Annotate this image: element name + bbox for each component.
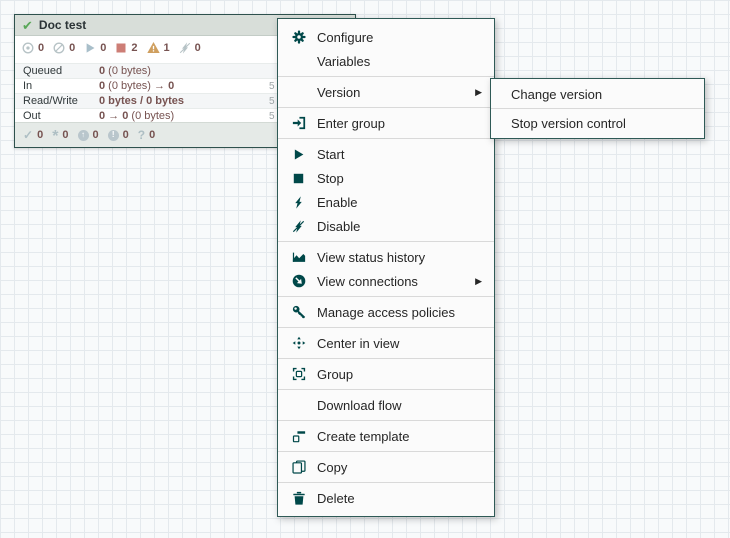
crosshair-icon: [290, 336, 307, 350]
play-icon: [290, 148, 307, 161]
menu-item-start[interactable]: Start: [278, 142, 494, 166]
locally-modified-stale-stat: ! 0: [107, 129, 129, 141]
sign-in-icon: [290, 116, 307, 130]
up-to-date-stat: ✓ 0: [23, 128, 44, 142]
running-icon: [84, 42, 96, 54]
menu-item-disable[interactable]: Disable: [278, 214, 494, 238]
menu-item-enable[interactable]: Enable: [278, 190, 494, 214]
menu-item-manage-access-policies[interactable]: Manage access policies: [278, 300, 494, 324]
menu-item-copy[interactable]: Copy: [278, 455, 494, 479]
submenu-arrow-icon: ▶: [475, 86, 482, 97]
invalid-stat: 1: [146, 41, 170, 54]
menu-separator: [278, 296, 494, 297]
disabled-icon: [179, 41, 191, 54]
transmitting-icon: [22, 42, 34, 54]
key-icon: [290, 305, 307, 319]
stopped-icon: [115, 42, 127, 54]
process-group-status-bar: 0 0 0 2: [15, 36, 355, 59]
submenu-item-change-version[interactable]: Change version: [511, 86, 603, 102]
sync-failure-icon: ?: [137, 128, 146, 142]
menu-item-configure[interactable]: Configure: [278, 25, 494, 49]
menu-item-create-template[interactable]: Create template: [278, 424, 494, 448]
menu-item-enter-group[interactable]: Enter group: [278, 111, 494, 135]
menu-item-download-flow[interactable]: Download flow: [317, 397, 402, 413]
menu-item-view-connections[interactable]: View connections ▶: [278, 269, 494, 293]
not-transmitting-icon: [53, 42, 65, 54]
stat-row-queued: Queued 0 (0 bytes): [15, 63, 355, 78]
process-group-title: Doc test: [38, 18, 87, 32]
menu-separator: [278, 358, 494, 359]
menu-item-stop[interactable]: Stop: [278, 166, 494, 190]
locally-modified-icon: *: [52, 128, 59, 145]
area-chart-icon: [290, 250, 307, 264]
menu-item-variables[interactable]: Variables: [317, 53, 371, 69]
menu-separator: [278, 451, 494, 452]
context-menu: Configure Variables Version ▶ Enter grou…: [277, 18, 495, 517]
menu-separator: [491, 108, 704, 109]
menu-separator: [278, 420, 494, 421]
valid-check-icon: ✔: [22, 17, 33, 33]
stale-stat: ↑ 0: [77, 129, 99, 141]
transmitting-stat: 0: [22, 42, 44, 54]
not-transmitting-stat: 0: [53, 42, 75, 54]
menu-item-delete[interactable]: Delete: [278, 486, 494, 510]
trash-icon: [290, 491, 307, 505]
process-group-header[interactable]: ✔ Doc test: [15, 15, 355, 36]
locally-modified-stale-icon: !: [107, 129, 119, 141]
menu-separator: [278, 482, 494, 483]
connection-icon: [290, 274, 307, 288]
menu-separator: [278, 138, 494, 139]
menu-item-version[interactable]: Version ▶: [317, 84, 482, 100]
menu-separator: [278, 107, 494, 108]
bolt-icon: [290, 195, 307, 209]
running-stat: 0: [84, 42, 106, 54]
submenu-item-stop-version-control[interactable]: Stop version control: [511, 115, 626, 131]
version-submenu: Change version Stop version control: [490, 78, 705, 139]
menu-separator: [278, 241, 494, 242]
menu-item-center-in-view[interactable]: Center in view: [278, 331, 494, 355]
copy-icon: [290, 460, 307, 474]
menu-item-view-status-history[interactable]: View status history: [278, 245, 494, 269]
stop-icon: [290, 172, 307, 185]
disabled-stat: 0: [179, 42, 201, 54]
gear-icon: [290, 30, 307, 44]
menu-item-group[interactable]: Group: [278, 362, 494, 386]
submenu-arrow-icon: ▶: [475, 275, 482, 286]
up-to-date-icon: ✓: [23, 128, 34, 142]
invalid-icon: [146, 41, 160, 54]
group-icon: [290, 367, 307, 381]
menu-separator: [278, 389, 494, 390]
menu-separator: [278, 76, 494, 77]
locally-modified-stat: * 0: [52, 128, 69, 145]
bolt-slash-icon: [290, 219, 307, 233]
template-icon: [290, 429, 307, 443]
sync-failure-stat: ? 0: [137, 128, 156, 142]
menu-separator: [278, 327, 494, 328]
stopped-stat: 2: [115, 42, 138, 54]
stale-icon: ↑: [77, 129, 89, 141]
